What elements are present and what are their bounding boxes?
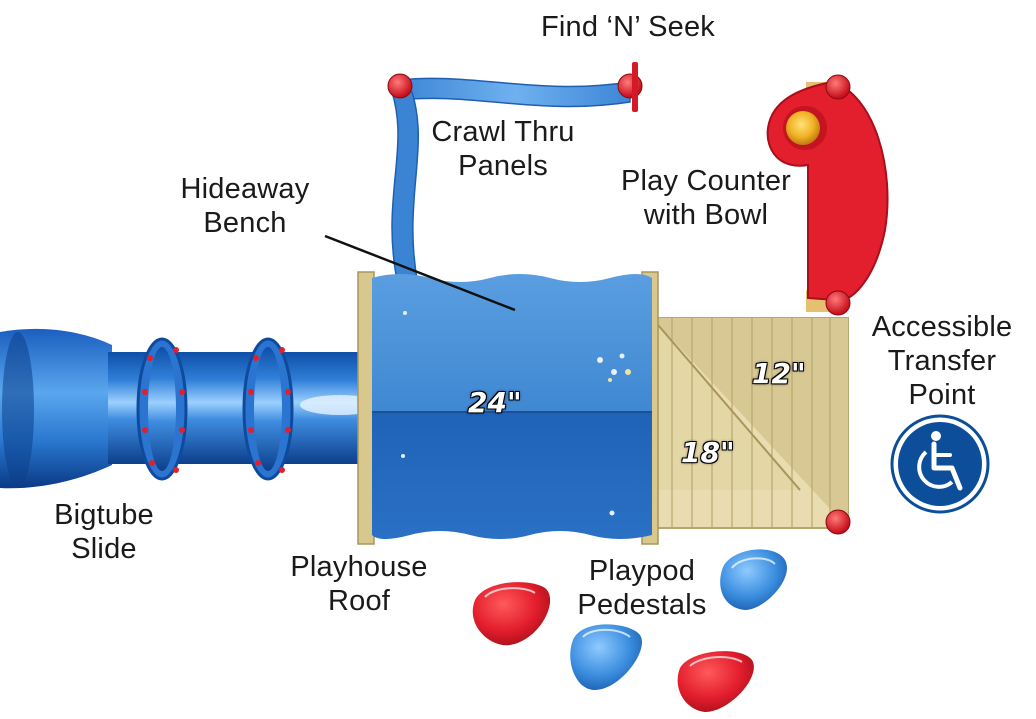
roof-height-dimension: 24"	[467, 385, 522, 420]
crawl-thru-label-line-1: Crawl Thru	[431, 116, 575, 148]
accessible-label-line-3: Point	[908, 379, 976, 411]
play-counter-label: Play Counter with Bowl	[608, 164, 804, 232]
playpod-label-line-1: Playpod	[588, 555, 696, 587]
deck-upper-dimension: 12"	[751, 356, 806, 391]
bigtube-label-line-1: Bigtube	[54, 499, 154, 531]
play-counter-with-bowl	[766, 74, 889, 316]
accessible-label-line-1: Accessible	[871, 311, 1013, 343]
crawl-thru-label-line-2: Panels	[458, 150, 548, 182]
find-n-seek-label: Find ‘N’ Seek	[541, 11, 715, 43]
slide-ring-2	[242, 337, 294, 481]
slide-ring-1	[136, 337, 188, 481]
hideaway-label-line-2: Bench	[203, 207, 287, 239]
playhouse-label-line-1: Playhouse	[290, 551, 428, 583]
playhouse-label-line-2: Roof	[327, 585, 391, 617]
hideaway-label-line-1: Hideaway	[180, 173, 310, 205]
play-counter-label-line-1: Play Counter	[620, 165, 792, 197]
playhouse-roof	[357, 271, 659, 545]
deck-lower-dimension: 18"	[680, 435, 735, 470]
accessible-transfer-point-label: Accessible Transfer Point	[862, 310, 1022, 412]
playpod-pedestals-label: Playpod Pedestals	[572, 554, 712, 622]
playhouse-roof-label: Playhouse Roof	[280, 550, 438, 618]
playpod-label-line-2: Pedestals	[577, 589, 707, 621]
accessible-label-line-2: Transfer	[887, 345, 997, 377]
bigtube-label-line-2: Slide	[71, 533, 137, 565]
bigtube-slide-label: Bigtube Slide	[38, 498, 170, 566]
playpod-pedestals	[472, 549, 787, 712]
hideaway-bench-label: Hideaway Bench	[170, 172, 320, 240]
wheelchair-accessibility-icon	[890, 414, 990, 514]
crawl-thru-panels-label: Crawl Thru Panels	[418, 115, 588, 183]
bigtube-slide	[0, 328, 380, 489]
play-counter-label-line-2: with Bowl	[643, 199, 769, 231]
hideaway-bench-leader-line	[324, 234, 516, 312]
crawl-thru-panels	[387, 62, 643, 286]
transfer-deck	[651, 317, 851, 535]
